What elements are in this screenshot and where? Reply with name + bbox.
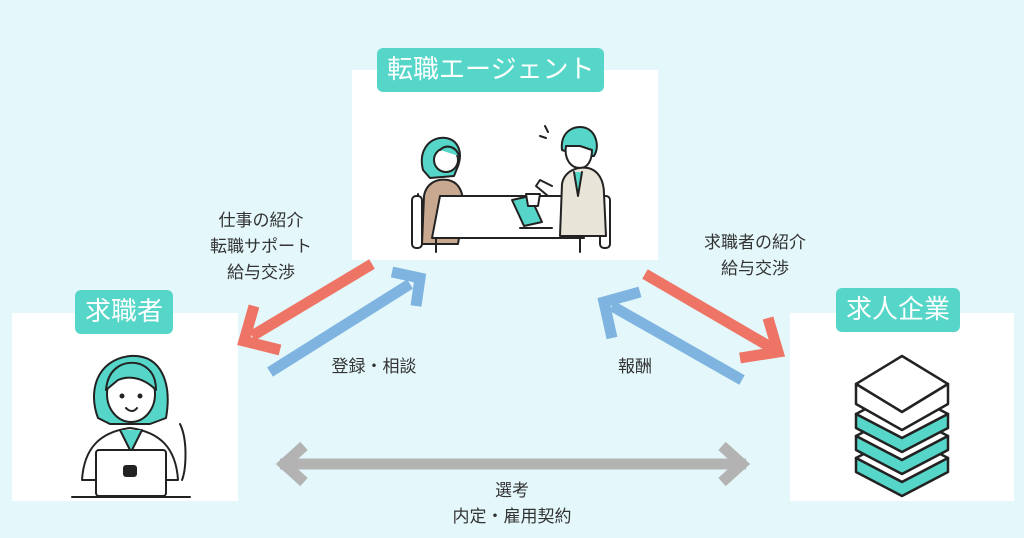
seeker-company-label: 選考 内定・雇用契約 <box>412 478 612 530</box>
flow-line: 転職サポート <box>210 237 312 257</box>
company-to-agent-label: 報酬 <box>618 357 652 377</box>
flow-line: 給与交渉 <box>721 259 789 279</box>
arrow-seeker-company <box>275 441 751 487</box>
flow-line: 内定・雇用契約 <box>452 507 572 527</box>
flow-line: 選考 <box>495 481 529 501</box>
agent-title: 転職エージェント <box>377 48 605 92</box>
arrow-agent-to-company <box>642 269 786 364</box>
flow-line: 求職者の紹介 <box>704 233 806 253</box>
meeting-illustration <box>411 125 611 253</box>
flow-line: 給与交渉 <box>227 263 295 283</box>
agent-to-seeker-label: 仕事の紹介 転職サポート 給与交渉 <box>186 208 336 286</box>
seeker-illustration <box>71 354 191 498</box>
agent-to-company-label: 求職者の紹介 給与交渉 <box>680 230 830 282</box>
seeker-to-agent-label: 登録・相談 <box>331 357 417 377</box>
arrow-company-to-agent <box>597 286 745 385</box>
seeker-title: 求職者 <box>75 290 174 334</box>
server-stack-illustration <box>854 354 950 498</box>
arrow-agent-to-seeker <box>237 259 375 356</box>
flow-line: 仕事の紹介 <box>218 211 304 231</box>
company-title: 求人企業 <box>836 288 961 332</box>
arrow-seeker-to-agent <box>267 266 427 377</box>
